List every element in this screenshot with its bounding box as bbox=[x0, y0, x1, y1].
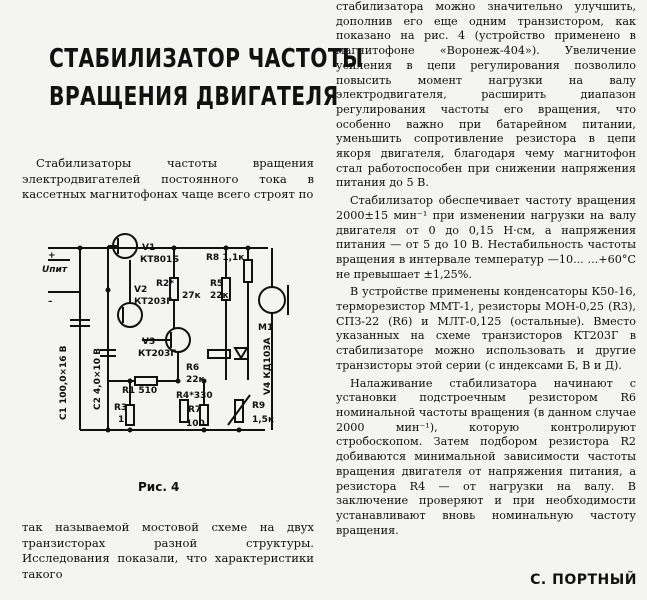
r3-label: R3 bbox=[114, 403, 127, 413]
minus-label: – bbox=[48, 297, 53, 307]
title-line-2: ВРАЩЕНИЯ ДВИГАТЕЛЯ bbox=[49, 82, 339, 112]
r6-label: R6 bbox=[186, 363, 199, 373]
left-paragraph-2: так называемой мостовой схеме на двух тр… bbox=[22, 520, 314, 581]
r8-label: R8 1,1к bbox=[206, 253, 244, 263]
right-paragraph-1: стабилизатора можно значительно улучшить… bbox=[336, 0, 636, 190]
v3-label: V3 bbox=[142, 337, 155, 347]
u-supply-label: Uпит bbox=[42, 265, 68, 275]
r7-label: R7 bbox=[188, 405, 201, 415]
schematic-svg: Uпит + – V1 КТ801Б V2 КТ203Г V3 КТ203Г V… bbox=[42, 233, 289, 433]
v1-label: V1 bbox=[142, 243, 155, 253]
right-paragraph-4: Налаживание стабилизатора начинают с уст… bbox=[336, 376, 636, 537]
author-signature: С. ПОРТНЫЙ bbox=[530, 572, 637, 588]
r6-value: 22к bbox=[186, 375, 205, 385]
plus-label: + bbox=[48, 251, 56, 261]
r4-label: R4*330 bbox=[176, 391, 213, 401]
r2-value: 27к bbox=[182, 291, 201, 301]
r5-label: R5 bbox=[210, 279, 223, 289]
v3-type: КТ203Г bbox=[138, 349, 176, 359]
r2-label: R2* bbox=[156, 279, 174, 289]
right-paragraph-2: Стабилизатор обеспечивает частоту вращен… bbox=[336, 194, 636, 281]
c2-label: C2 4,0×10 В bbox=[93, 348, 103, 410]
v1-type: КТ801Б bbox=[140, 255, 179, 265]
right-paragraph-3: В устройстве применены конденсаторы К50-… bbox=[336, 285, 636, 372]
r5-value: 22к bbox=[210, 291, 229, 301]
r9-label: R9 bbox=[252, 401, 265, 411]
v4-label: V4 КД103А bbox=[263, 337, 273, 395]
r3-value: 1 bbox=[118, 415, 124, 425]
figure-caption: Рис. 4 bbox=[138, 480, 180, 494]
article-title: СТАБИЛИЗАТОР ЧАСТОТЫ ВРАЩЕНИЯ ДВИГАТЕЛЯ bbox=[49, 40, 364, 116]
r9-value: 1,5к bbox=[252, 415, 274, 425]
left-paragraph-1: Стабилизаторы частоты вращения электродв… bbox=[22, 156, 314, 202]
r7-value: 100 bbox=[186, 419, 205, 429]
r1-label: R1 510 bbox=[122, 386, 157, 396]
c1-label: C1 100,0×16 В bbox=[59, 345, 69, 420]
v2-label: V2 bbox=[134, 285, 147, 295]
v2-type: КТ203Г bbox=[134, 297, 172, 307]
right-column: стабилизатора можно значительно улучшить… bbox=[336, 0, 636, 541]
circuit-schematic: Uпит + – V1 КТ801Б V2 КТ203Г V3 КТ203Г V… bbox=[30, 230, 310, 485]
m1-label: M1 bbox=[258, 323, 273, 333]
title-line-1: СТАБИЛИЗАТОР ЧАСТОТЫ bbox=[49, 44, 364, 74]
